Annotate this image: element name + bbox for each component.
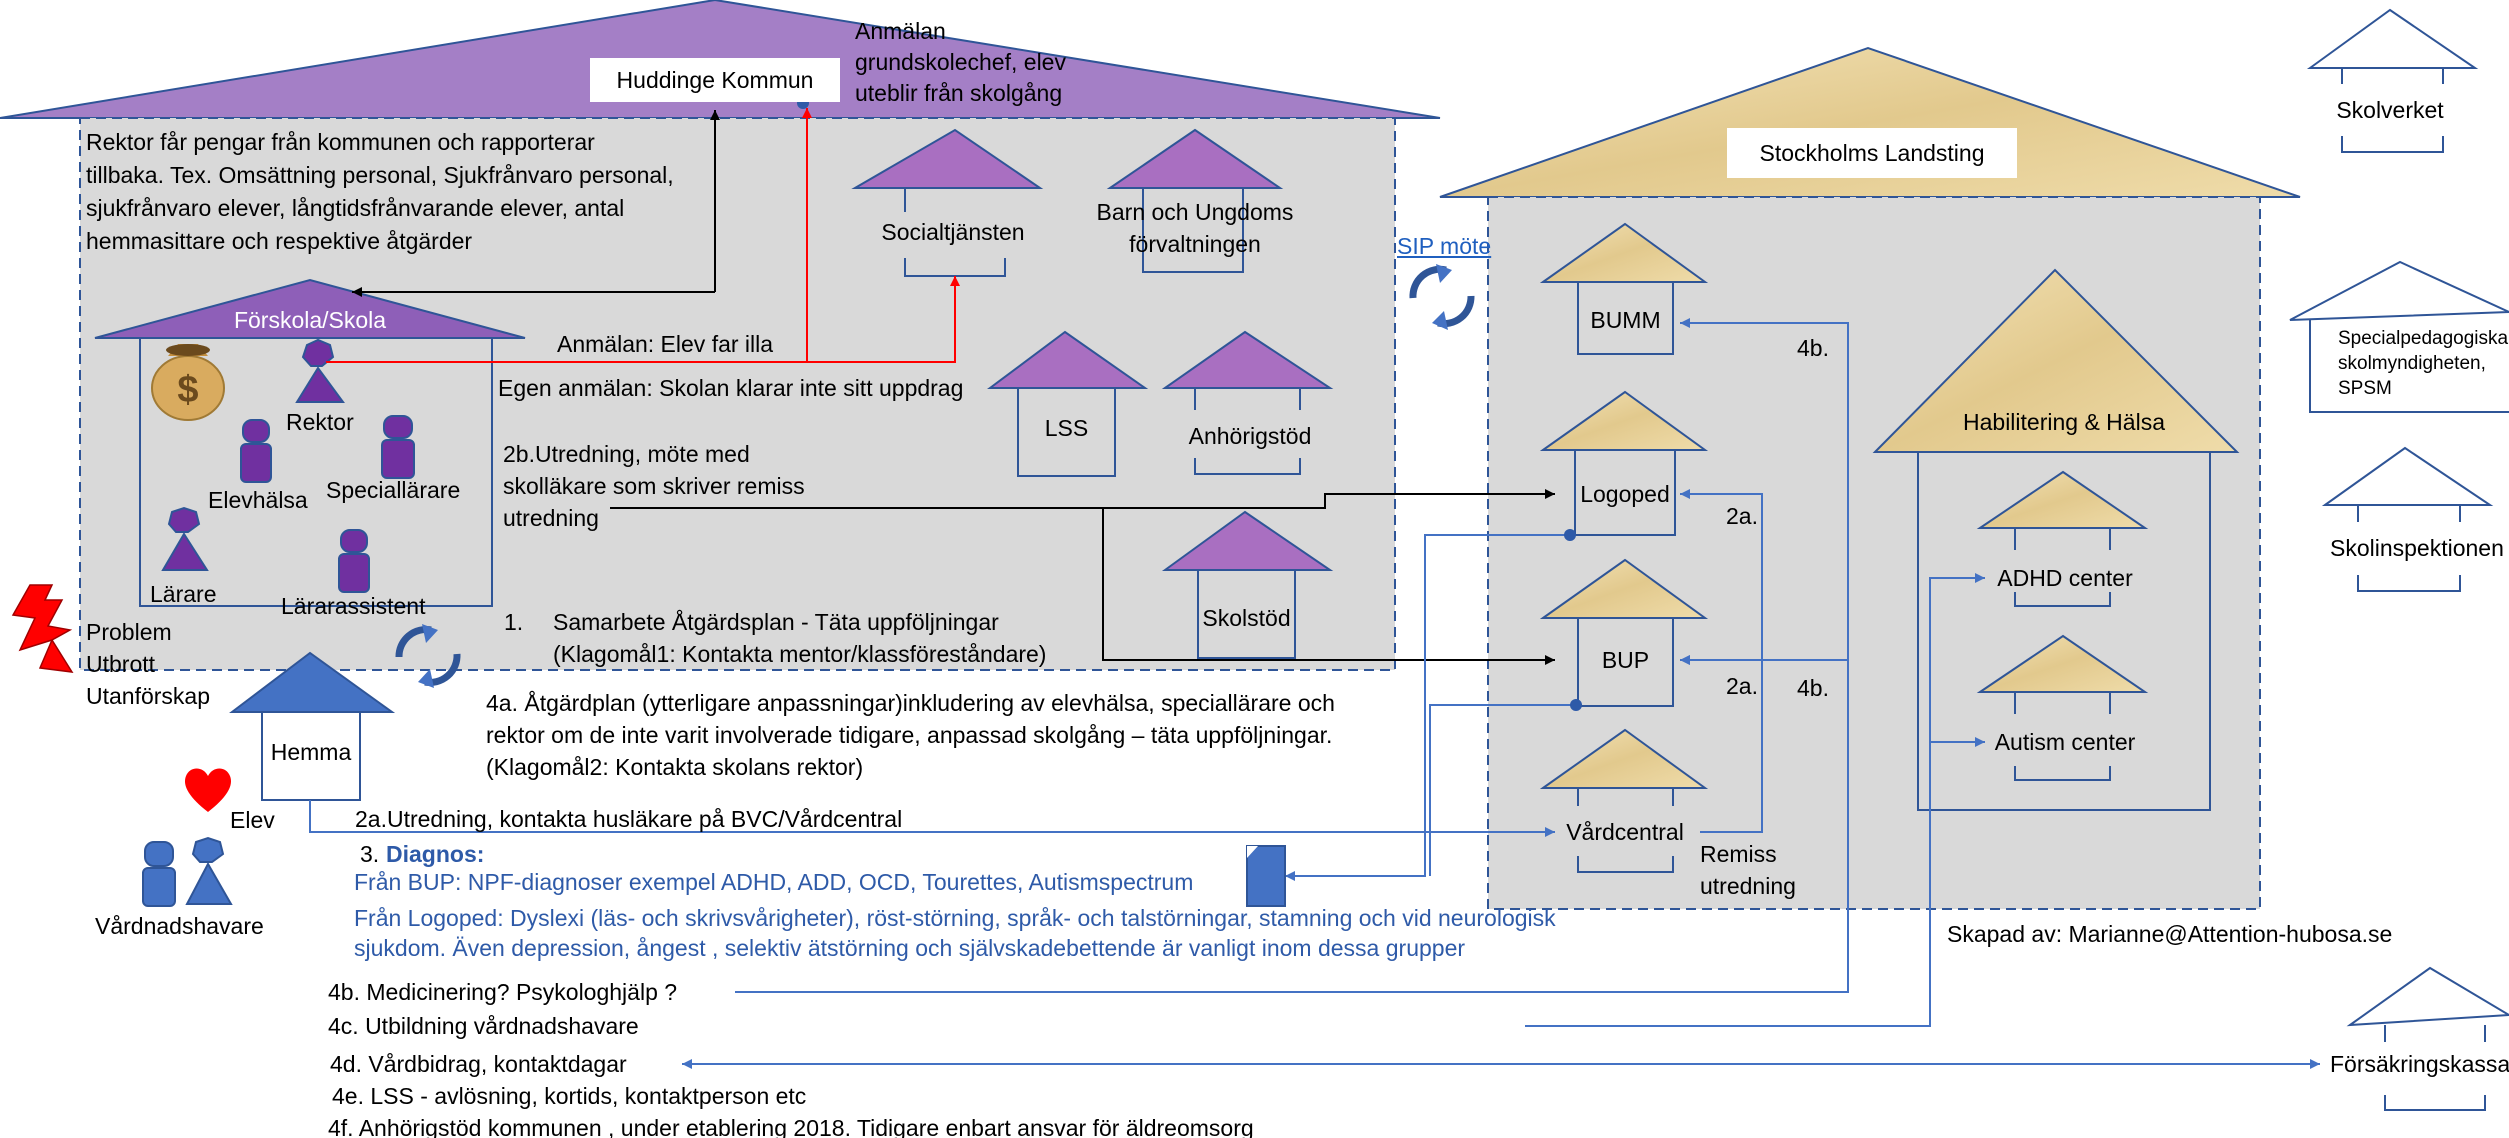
lightning-icon [11,584,74,673]
utanforskap-label: Utanförskap [86,683,211,709]
spsm-label: Specialpedagogiska skolmyndigheten, SPSM [2338,328,2509,399]
skolinspektionen-house [2321,446,2494,592]
anmalan-illa-text: Anmälan: Elev far illa [557,331,774,357]
bumm-label: BUMM [1590,307,1661,333]
larare-label: Lärare [150,581,217,607]
rektor-person-icon [295,338,345,403]
anhorigstod-label: Anhörigstöd [1188,423,1312,449]
diagnos-number: 3. [360,841,380,867]
money-bag-icon: $ [151,344,225,421]
logoped-label: Logoped [1580,481,1670,507]
habilitering-house [1872,268,2240,811]
barn-ungdom-label: Barn och Ungdoms förvaltningen [1096,199,1294,257]
vardnadshavare-label: Vårdnadshavare [95,913,264,939]
bup-label: BUP [1601,647,1650,673]
skolverket-label: Skolverket [2336,97,2444,123]
label-2a-logoped: 2a. [1726,503,1758,529]
label-4b-bup: 4b. [1797,675,1829,701]
vardcentral-label: Vårdcentral [1566,819,1684,845]
diagnos-title: Diagnos: [386,841,485,867]
adhd-center-label: ADHD center [1997,565,2133,591]
skapad-av-text: Skapad av: Marianne@Attention-hubosa.se [1947,921,2393,947]
hemma-label: Hemma [270,739,352,765]
larare-person-icon [161,506,209,571]
atgardsplan-4a-text: 4a. Åtgärdplan (ytterligare anpassningar… [486,690,1335,780]
cycle-icon-sip [1409,264,1475,330]
speciallarare-label: Speciallärare [326,477,461,503]
list-item-4c: 4c. Utbildning vårdnadshavare [328,1013,639,1039]
bup-house [1539,558,1709,707]
heart-icon [184,768,232,812]
label-4b-bumm: 4b. [1797,335,1829,361]
forsakringskassan-house [2346,966,2509,1111]
logoped-house [1539,390,1709,536]
bumm-house [1539,222,1709,355]
socialtjansten-label: Socialtjänsten [881,219,1025,245]
landsting-title: Stockholms Landsting [1727,128,2017,178]
samarbete-text: Samarbete Åtgärdsplan - Täta uppföljning… [553,609,999,635]
cycle-icon-kommun [395,624,461,688]
spsm-house [2289,260,2509,413]
rektor-report-text: Rektor får pengar från kommunen och rapp… [86,129,674,254]
skolstod-label: Skolstöd [1202,605,1291,631]
elevhalsa-label: Elevhälsa [208,487,308,513]
lararassistent-label: Lärarassistent [281,593,426,619]
rektor-label: Rektor [286,409,354,435]
diagnos-logoped-line1: Från Logoped: Dyslexi (läs- och skrivsvå… [354,905,1556,931]
skolstod-house [1161,510,1334,659]
speciallarare-person-icon [381,415,415,479]
vardnadshavare-icon [142,836,233,907]
hemma-house [229,651,396,801]
list-item-4b: 4b. Medicinering? Psykologhjälp ? [328,979,678,1005]
diagnos-bup-text: Från BUP: NPF-diagnoser exempel ADHD, AD… [354,869,1194,895]
forsakringskassan-label: Försäkringskassan [2330,1051,2509,1077]
diagnos-logoped-line2: sjukdom. Även depression, ångest , selek… [354,935,1466,961]
list-item-4d: 4d. Vårdbidrag, kontaktdagar [330,1051,627,1077]
kommun-title-text: Huddinge Kommun [616,66,814,93]
skolinspektionen-label: Skolinspektionen [2330,535,2504,561]
lss-house [986,330,1149,477]
utredning-2a-text: 2a.Utredning, kontakta husläkare på BVC/… [355,806,903,832]
list-item-4e: 4e. LSS - avlösning, kortids, kontaktper… [332,1083,807,1109]
referral-lines [309,318,2320,1069]
label-2a-bup: 2a. [1726,673,1758,699]
skola-title: Förskola/Skola [233,307,387,333]
anmalan-grundskolechef: Anmälan grundskolechef, elev uteblir frå… [855,18,1066,106]
utbrott-label: Utbrott [86,651,156,677]
klagomal1-text: (Klagomål1: Kontakta mentor/klassförestå… [553,641,1047,667]
kommun-title: Huddinge Kommun [590,58,840,102]
elevhalsa-person-icon [240,419,272,483]
list-item-4f: 4f. Anhörigstöd kommunen , under etabler… [328,1115,1254,1138]
anhorigstod-house [1161,330,1334,475]
report-arrows [352,110,1555,665]
utredning-2b-text: 2b.Utredning, möte med skolläkare som sk… [503,441,805,531]
lss-label: LSS [1044,415,1089,441]
samarbete-number: 1. [504,609,524,635]
habilitering-label: Habilitering & Hälsa [1963,409,2165,435]
skolverket-house [2306,8,2479,153]
egen-anmalan-text: Egen anmälan: Skolan klarar inte sitt up… [498,375,964,401]
autism-center-label: Autism center [1994,729,2136,755]
lararassistent-person-icon [338,529,370,593]
vardcentral-house [1539,728,1709,873]
document-icon [1246,845,1286,907]
barn-ungdom-house [1106,128,1284,273]
elev-label: Elev [230,807,275,833]
sip-mote-link[interactable]: SIP möte [1397,233,1492,259]
problem-label: Problem [86,619,172,645]
landsting-title-text: Stockholms Landsting [1759,139,1985,166]
svg-text:$: $ [177,369,198,411]
remiss-utredning-text: Remiss utredning [1700,841,1796,899]
